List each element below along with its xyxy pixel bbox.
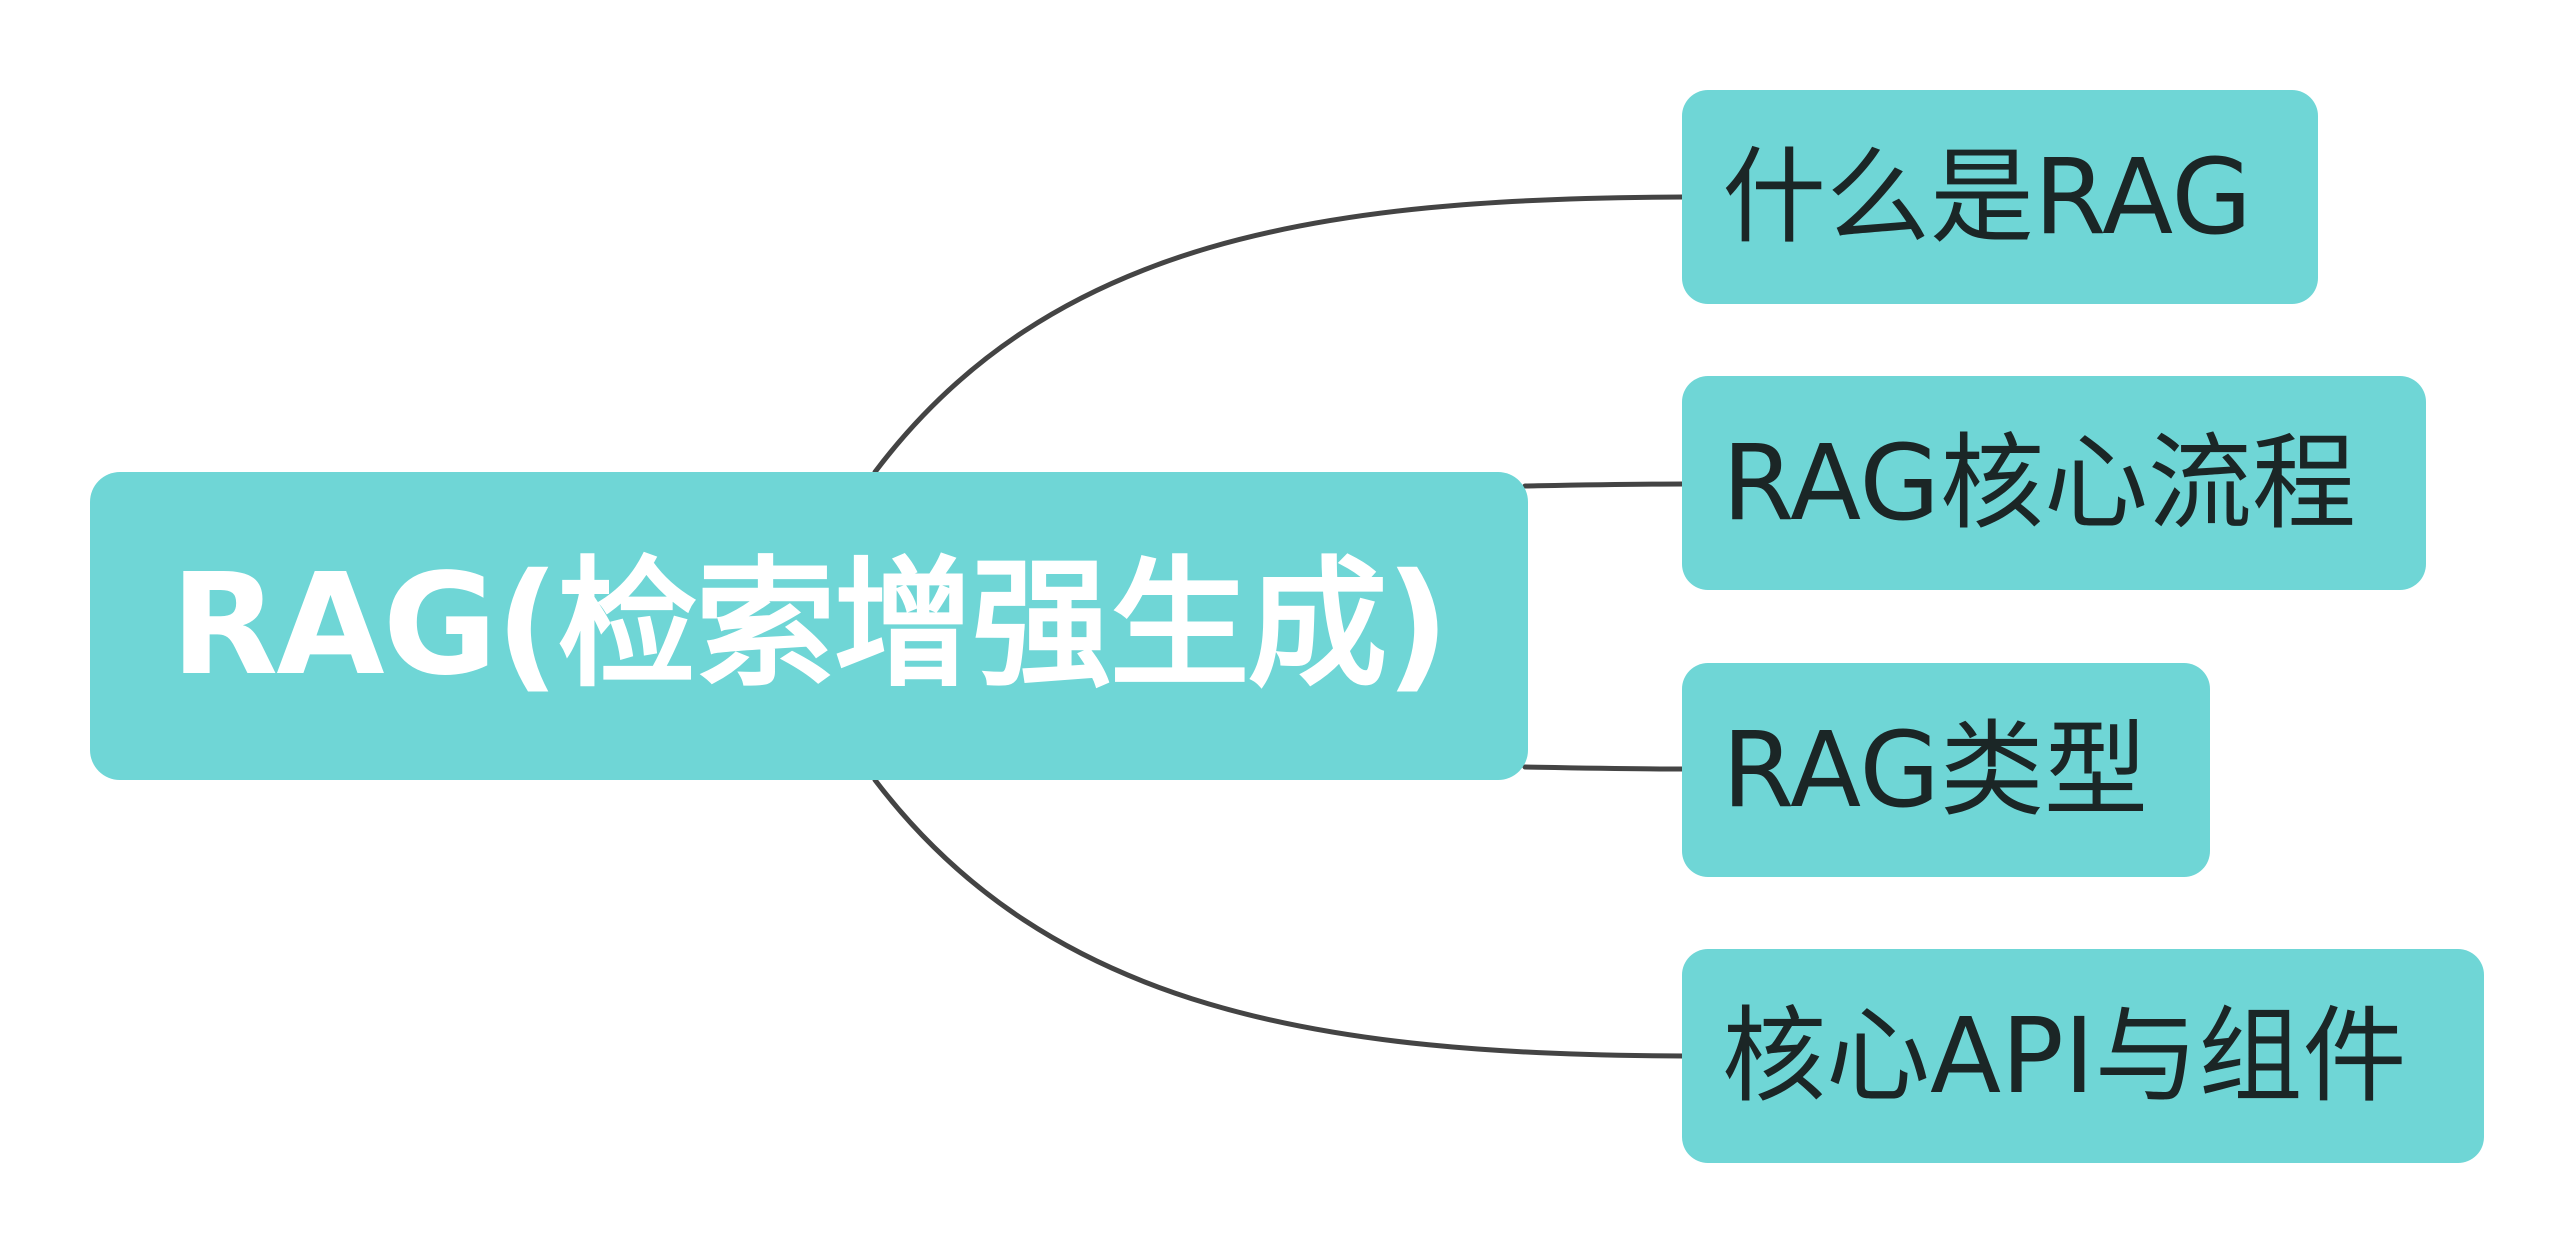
connector-root-topic-4 (872, 777, 1687, 1059)
connector-root-topic-1 (872, 194, 1687, 475)
subtopic-node-what-is-rag[interactable]: 什么是RAG (1682, 90, 2318, 304)
connector-root-topic-3 (1522, 764, 1687, 772)
subtopic-node-rag-core-process[interactable]: RAG核心流程 (1682, 376, 2426, 590)
root-topic-label: RAG(检索增强生成) (170, 544, 1449, 707)
subtopic-node-core-api-components[interactable]: 核心API与组件 (1682, 949, 2484, 1163)
subtopic-label: RAG类型 (1722, 709, 2148, 831)
subtopic-label: RAG核心流程 (1722, 422, 2356, 544)
connector-root-topic-2 (1522, 481, 1687, 489)
root-topic-node[interactable]: RAG(检索增强生成) (90, 472, 1528, 780)
subtopic-node-rag-types[interactable]: RAG类型 (1682, 663, 2210, 877)
subtopic-label: 核心API与组件 (1722, 995, 2407, 1117)
subtopic-label: 什么是RAG (1722, 136, 2252, 258)
